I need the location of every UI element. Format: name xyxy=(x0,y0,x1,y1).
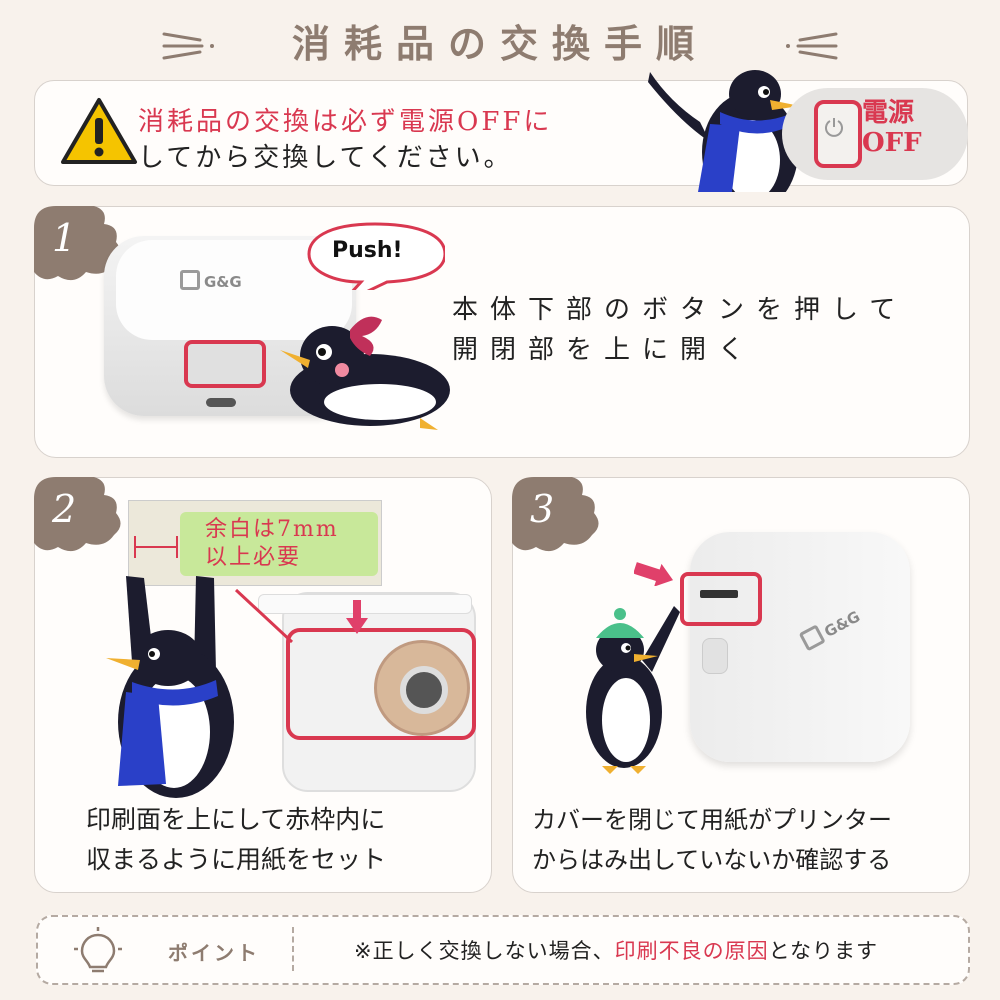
point-text-a: ※正しく交換しない場合、 xyxy=(354,939,615,963)
penguin-arms-up-scarf-icon xyxy=(106,576,234,798)
step2-caption: 印刷面を上にして赤枠内に 収まるように用紙をセット xyxy=(86,800,386,880)
penguin-beanie-pointing-icon xyxy=(586,606,680,774)
power-button xyxy=(702,638,728,674)
warning-text: 消耗品の交換は必ず電源OFFに してから交換してください。 xyxy=(138,104,552,176)
step3-caption: カバーを閉じて用紙がプリンター からはみ出していないか確認する xyxy=(532,800,892,880)
down-arrow-icon xyxy=(346,600,368,634)
point-box: ポイント ※正しく交換しない場合、印刷不良の原因となります xyxy=(36,915,970,985)
margin-note-line1: 余白は7mm xyxy=(205,517,339,542)
step3-caption-line1: カバーを閉じて用紙がプリンター xyxy=(532,806,892,834)
step2-caption-line2: 収まるように用紙をセット xyxy=(86,845,387,874)
paper-slot-highlight xyxy=(680,572,762,626)
page-title-area: 消耗品の交換手順 xyxy=(0,8,1000,78)
usb-port xyxy=(206,398,236,407)
step1-instruction-line1: 本体下部のボタンを押して xyxy=(452,295,908,325)
title-deco-right-icon xyxy=(786,32,838,60)
step1-instruction: 本体下部のボタンを押して 開閉部を上に開く xyxy=(452,290,907,370)
step2-number-tab xyxy=(34,477,121,552)
point-text-c: となります xyxy=(768,939,878,963)
paper-slot xyxy=(700,590,738,598)
callout-line xyxy=(234,588,294,644)
label-roll-core xyxy=(400,666,448,714)
printer-brand-logo: G&G xyxy=(180,270,242,291)
margin-indicator-right-tick xyxy=(176,536,178,558)
step3-number-tab xyxy=(512,477,599,552)
penguin-scarf-waving-icon xyxy=(648,70,800,192)
power-off-label-line1: 電源 xyxy=(862,98,915,128)
step3-caption-line2: からはみ出していないか確認する xyxy=(532,846,892,874)
warning-line2: してから交換してください。 xyxy=(138,143,513,173)
power-off-label: 電源 OFF xyxy=(862,98,922,158)
page-title: 消耗品の交換手順 xyxy=(291,22,708,66)
warning-line1: 消耗品の交換は必ず電源OFFに xyxy=(138,107,553,137)
point-divider xyxy=(292,927,294,971)
power-off-badge xyxy=(782,88,968,180)
speech-text: Push! xyxy=(332,238,403,263)
margin-indicator-left-tick xyxy=(134,536,136,558)
printer-brand-text: G&G xyxy=(204,273,242,291)
step1-number-tab xyxy=(34,206,121,281)
margin-note xyxy=(180,512,378,576)
penguin-bow-pushing-icon xyxy=(280,316,450,430)
speech-bubble xyxy=(307,222,445,290)
warning-icon xyxy=(61,98,137,164)
power-icon xyxy=(825,118,843,137)
step3-number: 3 xyxy=(530,487,555,531)
point-text-b: 印刷不良の原因 xyxy=(614,939,769,963)
step2-number: 2 xyxy=(52,487,77,531)
label-roll-highlight xyxy=(286,628,476,740)
printer-open-lid xyxy=(258,594,472,614)
title-deco-left-icon xyxy=(162,32,214,60)
point-label: ポイント xyxy=(168,941,260,965)
margin-note-text: 余白は7mm 以上必要 xyxy=(205,516,339,572)
step1-instruction-line2: 開閉部を上に開く xyxy=(452,335,757,365)
margin-indicator xyxy=(134,546,178,548)
margin-note-line2: 以上必要 xyxy=(205,545,302,570)
brand-logo-icon xyxy=(180,270,200,290)
lightbulb-icon xyxy=(74,927,122,973)
release-button-highlight xyxy=(184,340,266,388)
step2-caption-line1: 印刷面を上にして赤枠内に xyxy=(86,805,386,834)
pointing-arrow-icon xyxy=(634,562,674,586)
point-text: ※正しく交換しない場合、印刷不良の原因となります xyxy=(354,935,878,965)
step1-number: 1 xyxy=(52,216,77,260)
power-off-label-line2: OFF xyxy=(862,128,922,158)
